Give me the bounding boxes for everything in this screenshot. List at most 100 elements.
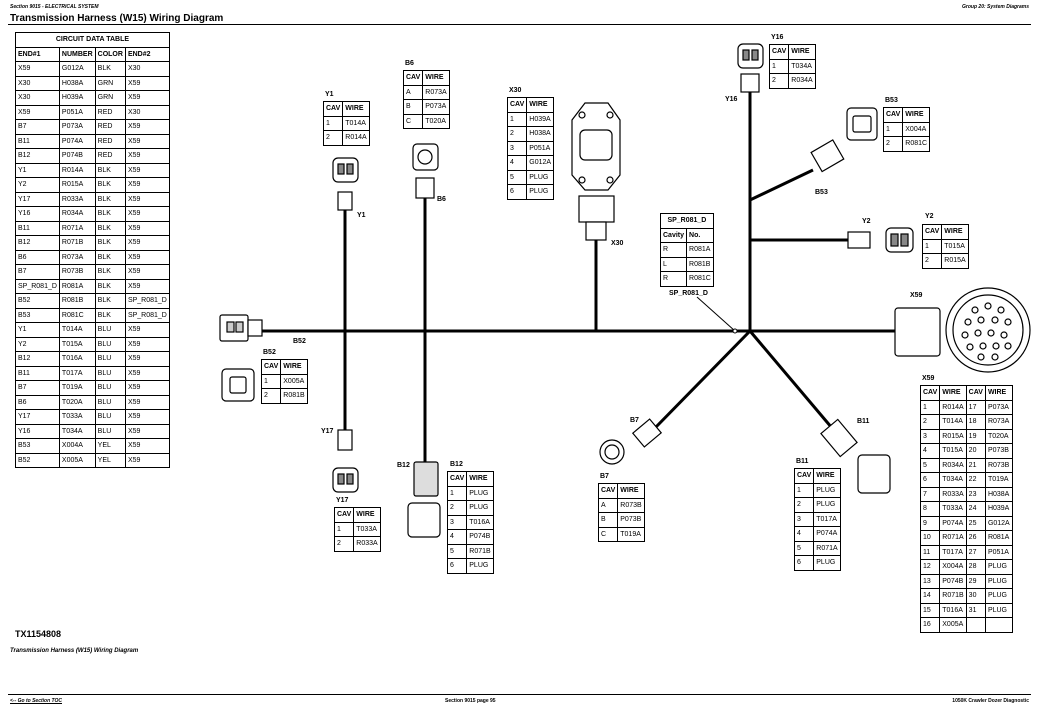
table-cell: R014A — [939, 399, 967, 415]
table-cell: 4 — [506, 155, 528, 171]
table-cell: T020A — [58, 394, 96, 410]
table-cell: SP_R081_D — [124, 293, 170, 309]
table-cell: T034A — [939, 472, 967, 488]
table-cell: PLUG — [984, 588, 1013, 604]
table-cell: 1 — [793, 482, 815, 498]
x30-connector-label: X30 — [611, 240, 624, 247]
table-cell: X59 — [124, 322, 170, 338]
x30-connector-icon — [571, 102, 621, 241]
y1-connector-icon — [332, 157, 359, 211]
b53-connector-label: B53 — [815, 189, 828, 196]
table-cell: BLU — [94, 365, 126, 381]
circuit-col-color: COLOR — [94, 46, 126, 62]
y16-table-title: Y16 — [771, 34, 784, 41]
x59-connector-label: X59 — [910, 292, 923, 299]
table-cell: BLK — [94, 264, 126, 280]
table-cell: T016A — [466, 514, 494, 530]
table-cell — [984, 617, 1013, 633]
table-cell: PLUG — [466, 485, 494, 501]
toc-link[interactable]: <-- Go to Section TOC — [10, 698, 62, 704]
y2-connector-label: Y2 — [862, 218, 871, 225]
table-cell: RED — [94, 104, 126, 120]
b11-connector-icon — [820, 418, 891, 494]
table-cell: H039A — [58, 90, 96, 106]
table-cell: BLK — [94, 162, 126, 178]
table-cell: 2 — [446, 500, 468, 516]
table-cell: X004A — [902, 121, 931, 137]
table-cell: 2 — [793, 497, 815, 513]
table-cell: 9 — [919, 515, 941, 531]
table-cell: 17 — [965, 399, 986, 415]
table-cell: L — [659, 256, 688, 272]
table-cell: X59 — [124, 177, 170, 193]
table-cell: 7 — [919, 486, 941, 502]
cavity-col-header: CAV — [882, 107, 904, 123]
circuit-table-caption: CIRCUIT DATA TABLE — [15, 32, 170, 48]
cavity-col-header: CAV — [322, 101, 344, 117]
table-cell: B52 — [15, 452, 60, 468]
cavity-col-header: CAV — [446, 471, 468, 487]
table-cell: 29 — [965, 573, 986, 589]
table-cell: 3 — [793, 511, 815, 527]
table-cell: R081C — [58, 307, 96, 323]
table-cell: 20 — [965, 443, 986, 459]
footer-rule — [8, 694, 1031, 695]
table-cell: X59 — [124, 133, 170, 149]
table-cell: H038A — [984, 486, 1013, 502]
b52-connector-icon — [219, 314, 263, 342]
table-cell: PLUG — [466, 500, 494, 516]
table-cell: B53 — [15, 307, 60, 323]
table-cell: PLUG — [466, 558, 494, 574]
table-cell: 4 — [446, 529, 468, 545]
table-cell: Y2 — [15, 177, 60, 193]
table-cell: BLK — [94, 293, 126, 309]
table-cell: X59 — [124, 394, 170, 410]
table-cell: T017A — [58, 365, 96, 381]
table-cell: X59 — [124, 452, 170, 468]
table-cell: P073B — [984, 443, 1013, 459]
table-cell: 3 — [446, 514, 468, 530]
b7-table-title: B7 — [600, 473, 609, 480]
table-cell — [965, 617, 986, 633]
table-cell: R081B — [686, 256, 714, 272]
table-cell: R034A — [58, 206, 96, 222]
table-cell: X59 — [124, 220, 170, 236]
table-cell: Y1 — [15, 322, 60, 338]
table-cell: BLU — [94, 409, 126, 425]
y17-connector-label: Y17 — [321, 428, 334, 435]
table-cell: P051A — [526, 140, 555, 156]
